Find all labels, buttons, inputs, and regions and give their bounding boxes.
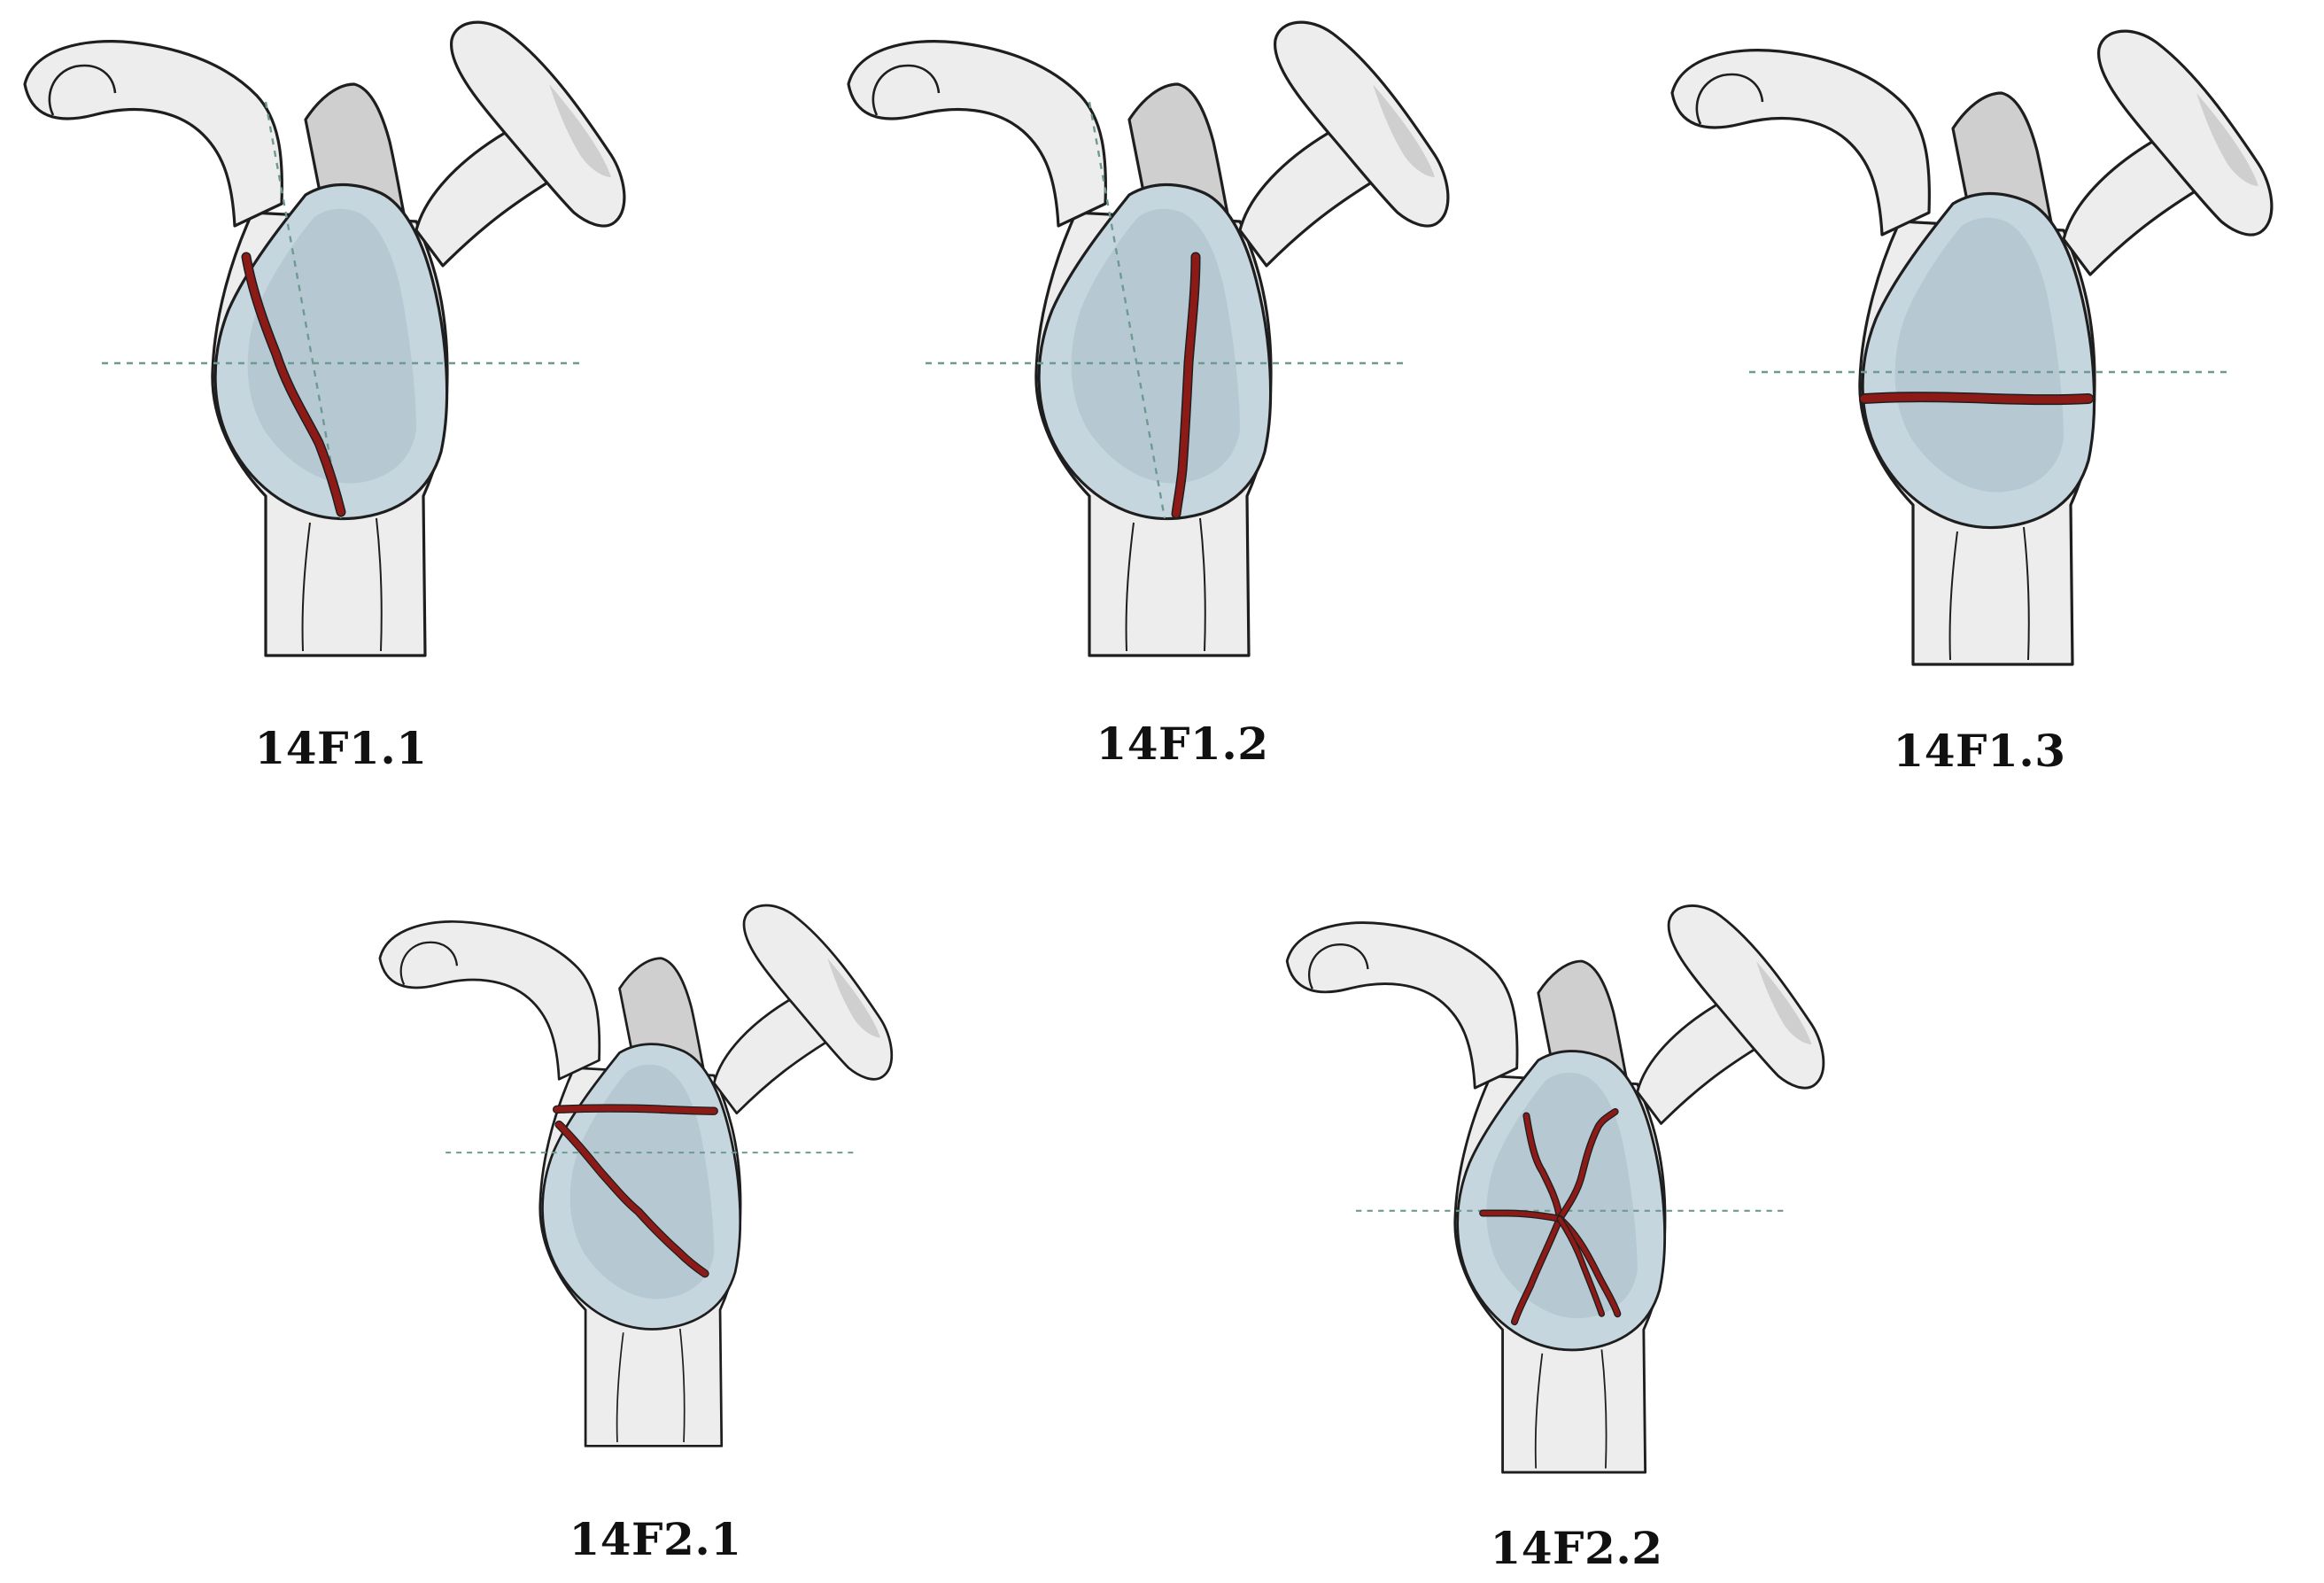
fracture-line <box>243 253 345 516</box>
scapula-illustration-14F1-3 <box>1670 29 2274 666</box>
panel-14F2-1 <box>359 886 979 1462</box>
coracoid-process <box>2097 29 2274 237</box>
scapula-ridge-line <box>678 1328 686 1443</box>
glenoid-inner-shade <box>1894 217 2064 493</box>
panel-14F1-3 <box>1647 9 2324 682</box>
fracture-line <box>1523 1113 1562 1222</box>
fracture-lines <box>926 101 1408 519</box>
coracoid-shade <box>827 958 881 1038</box>
glenoid-inner-shade <box>569 1064 715 1300</box>
scapula-illustration-14F1-2 <box>847 20 1450 657</box>
coracoid-shade <box>2196 93 2258 186</box>
coracoid-shade <box>549 84 611 177</box>
coracoid-shade <box>1373 84 1435 177</box>
scapula-illustration-14F2-2 <box>1285 904 1825 1474</box>
fracture-lines <box>445 1104 858 1278</box>
scapula-bone <box>23 20 626 657</box>
fracture-lines <box>1356 1107 1788 1326</box>
acromion-tip-line <box>872 64 941 116</box>
scapula-ridge-line <box>2023 526 2030 661</box>
scapula-bone <box>1670 29 2274 666</box>
scapula-illustration-14F1-1 <box>23 20 626 657</box>
coracoid-shade <box>1755 961 1812 1044</box>
fracture-line <box>555 1121 709 1277</box>
panel-14F1-1 <box>0 0 726 673</box>
dashed-guide-line <box>1088 101 1166 519</box>
scapula-bone <box>847 20 1450 657</box>
acromion <box>378 920 601 1081</box>
fracture-line <box>1557 1109 1618 1222</box>
acromion <box>1670 49 1931 237</box>
fracture-line <box>554 1105 717 1114</box>
fracture-line <box>1480 1210 1562 1222</box>
panel-label-14F1-3: 14F1.3 <box>1893 725 2066 777</box>
glenoid-inner-shade <box>247 208 416 484</box>
fracture-line <box>1860 392 2093 404</box>
scapula-ridge-line <box>376 517 383 652</box>
acromion-tip-line <box>1695 73 1764 125</box>
coracoid-process <box>742 904 894 1081</box>
panel-label-14F2-1: 14F2.1 <box>569 1513 742 1565</box>
coracoid-process <box>1667 904 1825 1090</box>
acromion <box>1285 921 1519 1090</box>
glenoid-inner-shade <box>1486 1072 1638 1319</box>
coracoid-process <box>1274 20 1450 228</box>
acromion-tip-line <box>399 941 459 986</box>
coracoid-process <box>450 20 626 228</box>
fracture-lines <box>102 101 585 519</box>
acromion <box>847 40 1107 228</box>
panel-label-14F1-1: 14F1.1 <box>254 722 428 774</box>
fracture-lines <box>1749 370 2232 406</box>
acromion-tip-line <box>48 64 117 116</box>
scapula-ridge-line <box>1534 1353 1544 1469</box>
scapula-ridge-line <box>616 1332 624 1443</box>
fracture-line <box>1557 1216 1604 1316</box>
scapula-ridge-line <box>1948 531 1958 661</box>
panel-14F1-2 <box>824 0 1550 673</box>
scapula-ridge-line <box>1125 522 1135 652</box>
dashed-guide-line <box>264 101 343 519</box>
scapula-ridge-line <box>1600 1349 1607 1469</box>
scapula-ridge-line <box>1199 517 1206 652</box>
panel-14F2-2 <box>1262 886 1917 1488</box>
fracture-line <box>1512 1216 1562 1324</box>
acromion <box>23 40 283 228</box>
panel-label-14F2-2: 14F2.2 <box>1490 1522 1663 1574</box>
acromion-tip-line <box>1308 943 1369 989</box>
scapula-bone <box>378 904 894 1447</box>
fracture-line <box>1173 253 1199 517</box>
scapula-bone <box>1285 904 1825 1474</box>
scapula-ridge-line <box>301 522 311 652</box>
fracture-line <box>1557 1216 1620 1316</box>
scapula-illustration-14F2-1 <box>378 904 894 1447</box>
panel-label-14F1-2: 14F1.2 <box>1096 718 1269 770</box>
